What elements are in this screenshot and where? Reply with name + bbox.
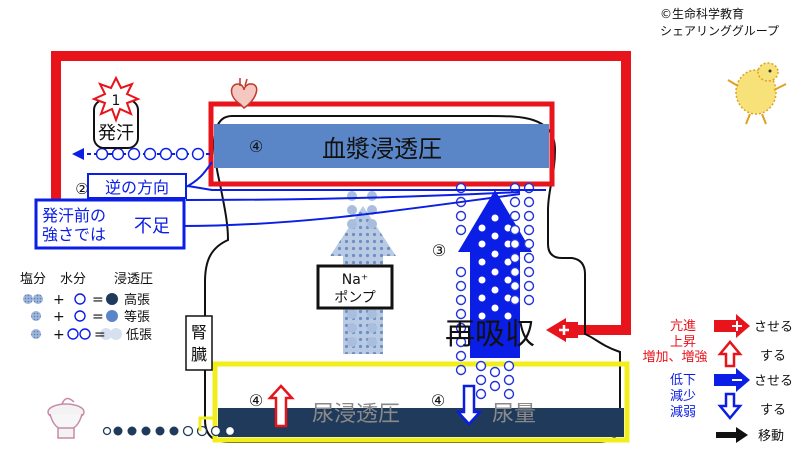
cartoon-character-icon (727, 62, 787, 125)
legend-eq-1: = (92, 292, 104, 308)
legend-blue-outline-down-arrow (717, 392, 743, 420)
plus-icon (546, 318, 578, 342)
legend-decrease-line2: 減少 (670, 388, 696, 404)
legend-row-isotonic (31, 310, 118, 322)
na-pump-line2: ポンプ (334, 290, 376, 306)
explosion-icon (91, 75, 141, 123)
urine-frame (212, 361, 630, 443)
legend-increase-line3: 増加、増強 (642, 350, 707, 365)
urine-volume-down-arrow (455, 384, 483, 426)
legend-plus-2: + (53, 309, 65, 325)
legend-red-do: する (760, 349, 786, 364)
legend-decrease-line3: 減弱 (670, 404, 696, 420)
kidney-label-line1: 腎 (191, 323, 207, 342)
sweat-label: 発汗 (98, 123, 134, 144)
legend-plus-3: + (53, 327, 65, 343)
urine-osmotic-label: 尿浸透圧 (312, 402, 400, 427)
legend-row-hypertonic-label: 高張 (124, 292, 150, 308)
na-pump-box (316, 264, 394, 310)
urine-volume-number: ④ (431, 391, 445, 410)
heart-icon (230, 78, 258, 109)
na-pump-line1: Na⁺ (342, 272, 368, 288)
legend-decrease-line1: 低下 (670, 373, 696, 388)
legend-blue-filled-arrow (714, 368, 750, 392)
legend-plus-1: + (53, 292, 65, 308)
water-circle-columns (455, 182, 535, 400)
kidney-label-box (185, 315, 213, 371)
plasma-osmotic-label: 血漿浸透圧 (322, 135, 442, 163)
pre-sweat-line1: 発汗前の (42, 206, 106, 225)
urine-osmotic-number: ④ (249, 391, 263, 410)
kidney-label-line2: 臓 (191, 345, 207, 364)
reverse-direction-box (87, 173, 187, 199)
urine-osmotic-up-arrow (267, 384, 295, 428)
legend-red-outline-up-arrow (717, 340, 743, 368)
toilet-icon (47, 397, 85, 439)
legend-row-hypertonic (23, 293, 118, 305)
legend-blue-make: させる (754, 374, 793, 389)
reverse-direction-label: 逆の方向 (105, 178, 169, 197)
legend-eq-2: = (92, 309, 104, 325)
legend-row-hypotonic (31, 328, 122, 340)
legend-row-isotonic-label: 等張 (124, 309, 150, 325)
urine-volume-label: 尿量 (492, 402, 536, 427)
shortage-label: 不足 (134, 216, 170, 237)
explosion-number: 1 (112, 93, 121, 109)
copyright-line1: ©生命科学教育 (660, 6, 744, 21)
legend-move: 移動 (758, 429, 784, 444)
legend-red-filled-arrow (714, 314, 750, 338)
legend-black-arrow (716, 427, 748, 443)
sweat-flow (72, 147, 212, 161)
reabsorption-blue-arrow (458, 190, 532, 358)
reabsorption-number: ③ (432, 241, 446, 260)
plasma-number: ④ (249, 137, 263, 156)
legend-row-hypotonic-label: 低張 (126, 328, 152, 343)
reabsorption-label: 再吸収 (445, 317, 535, 352)
connector-lines (179, 161, 546, 227)
copyright-line2: シェアリンググループ (660, 24, 779, 38)
legend-increase-line2: 上昇 (670, 335, 696, 350)
legend-red-make: させる (754, 320, 793, 335)
legend-header-salt: 塩分 (20, 272, 46, 287)
legend-header-water: 水分 (60, 272, 86, 287)
shortage-box (34, 198, 186, 250)
urine-outflow (102, 416, 236, 437)
pre-sweat-line2: 強さでは (42, 225, 106, 244)
plasma-fill (214, 124, 549, 168)
feedback-loop-line (51, 51, 631, 335)
legend-blue-do: する (760, 403, 786, 418)
plasma-frame (208, 101, 555, 187)
reverse-direction-number: ② (75, 180, 88, 198)
legend-eq-3: = (94, 327, 106, 343)
legend-header-osmotic: 浸透圧 (114, 272, 153, 287)
legend-increase-line1: 亢進 (670, 318, 696, 334)
